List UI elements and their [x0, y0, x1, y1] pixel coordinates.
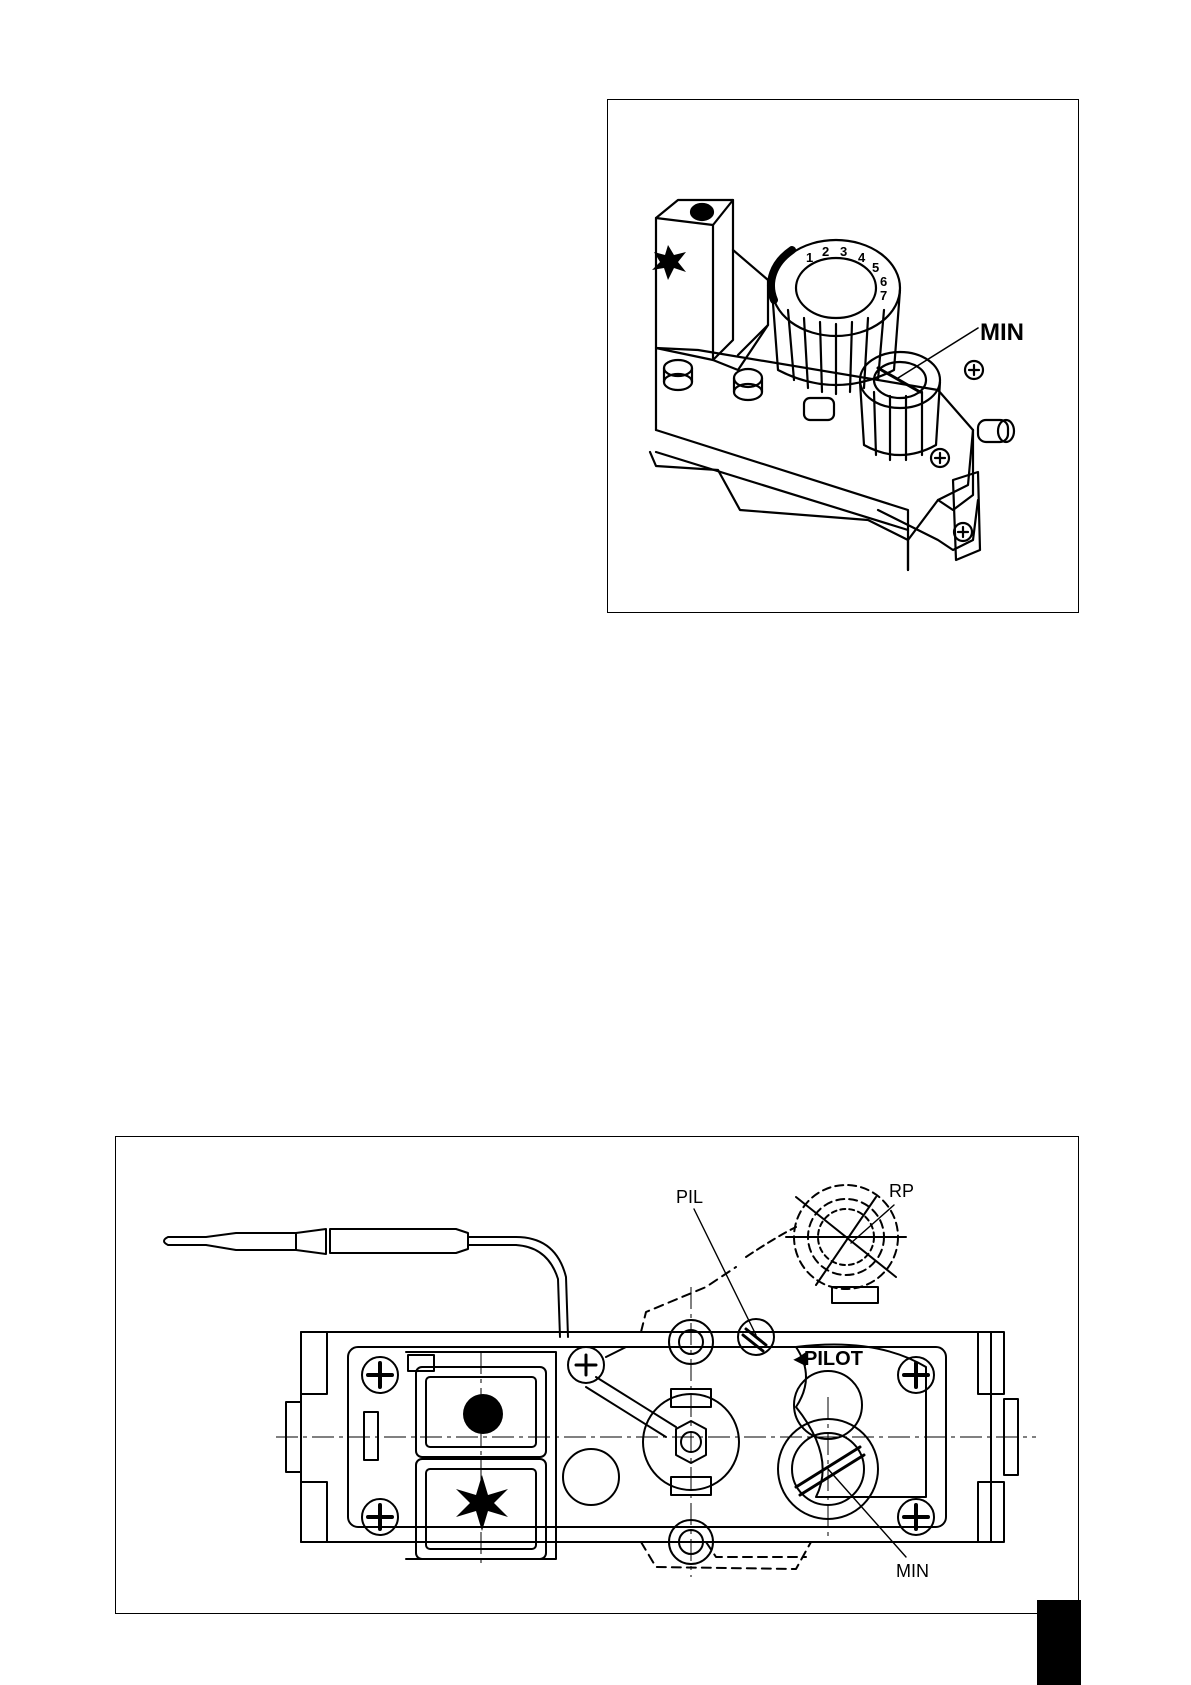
valve-perspective-drawing: 1 2 3 4 5 6 7 MIN [608, 100, 1080, 614]
label-min-bottom: MIN [896, 1561, 929, 1581]
thermostat-block [656, 200, 733, 360]
dial-number-6: 6 [880, 274, 887, 289]
knob-center-cap [796, 258, 876, 318]
label-pil: PIL [676, 1187, 703, 1207]
label-pilot: ◂PILOT [793, 1348, 863, 1370]
valve-body-front-face [656, 430, 908, 570]
thermostat-bulb [164, 1233, 296, 1250]
dial-number-7: 7 [880, 288, 887, 303]
ignition-dot-icon [691, 204, 713, 220]
valve-body-break-line [650, 452, 908, 540]
ignition-dot-icon [463, 1394, 503, 1434]
figure-valve-plan: PIL RP ◂PILOT MIN [115, 1136, 1079, 1614]
dial-number-4: 4 [858, 250, 866, 265]
dial-number-3: 3 [840, 244, 847, 259]
dial-number-1: 1 [806, 250, 813, 265]
figure-valve-perspective: 1 2 3 4 5 6 7 MIN [607, 99, 1079, 613]
min-leader-line [828, 1469, 906, 1557]
dial-number-5: 5 [872, 260, 879, 275]
pil-leader-line [694, 1209, 756, 1335]
page-tab-marker [1037, 1600, 1081, 1685]
dial-number-2: 2 [822, 244, 829, 259]
min-screw-body [860, 382, 940, 455]
ignition-star-icon [456, 1475, 508, 1531]
label-min-top: MIN [980, 319, 1024, 346]
valve-plan-drawing: PIL RP ◂PILOT MIN [116, 1137, 1080, 1615]
label-rp: RP [889, 1181, 914, 1201]
